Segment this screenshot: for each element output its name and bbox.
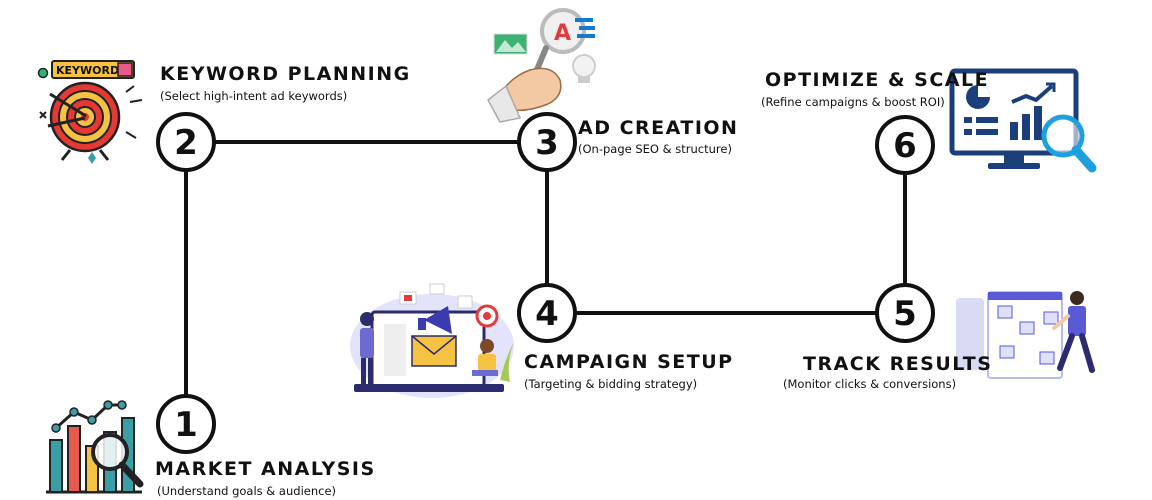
step-number-4: 4 bbox=[535, 294, 559, 334]
hand-magnifier-content-icon: A bbox=[487, 8, 596, 123]
step-subtitle-1: (Understand goals & audience) bbox=[157, 484, 337, 498]
tracking-dashboard-person-icon bbox=[956, 291, 1095, 379]
step-node-3: 3 bbox=[517, 112, 577, 172]
step-node-2: 2 bbox=[156, 112, 216, 172]
monitor-analytics-magnifier-icon bbox=[949, 68, 1097, 173]
step-subtitle-4: (Targeting & bidding strategy) bbox=[524, 377, 698, 391]
step-number-2: 2 bbox=[174, 123, 198, 163]
step-subtitle-5: (Monitor clicks & conversions) bbox=[783, 377, 957, 391]
campaign-megaphone-laptop-icon bbox=[350, 283, 514, 398]
keyword-target-icon: KEYWORD bbox=[37, 60, 143, 164]
keyword-banner-text: KEYWORD bbox=[56, 64, 119, 77]
step-number-3: 3 bbox=[535, 123, 559, 163]
step-title-1: MARKET ANALYSIS bbox=[155, 458, 376, 480]
step-node-5: 5 bbox=[875, 283, 935, 343]
step-subtitle-2: (Select high-intent ad keywords) bbox=[160, 89, 348, 103]
step-title-2: KEYWORD PLANNING bbox=[160, 63, 411, 85]
step-number-5: 5 bbox=[893, 294, 917, 334]
market-analysis-chart-magnifier-icon bbox=[46, 400, 144, 494]
step-node-4: 4 bbox=[517, 283, 577, 343]
step-subtitle-3: (On-page SEO & structure) bbox=[578, 142, 732, 156]
connector-lines bbox=[184, 140, 907, 396]
svg-text:A: A bbox=[554, 21, 571, 46]
step-number-1: 1 bbox=[174, 405, 198, 445]
step-title-4: CAMPAIGN SETUP bbox=[524, 351, 734, 373]
step-node-1: 1 bbox=[156, 394, 216, 454]
step-title-5: TRACK RESULTS bbox=[803, 353, 993, 375]
step-number-6: 6 bbox=[893, 126, 917, 166]
step-subtitle-6: (Refine campaigns & boost ROI) bbox=[761, 95, 945, 109]
step-node-6: 6 bbox=[875, 115, 935, 175]
step-title-6: OPTIMIZE & SCALE bbox=[765, 69, 990, 91]
step-title-3: AD CREATION bbox=[578, 117, 739, 139]
